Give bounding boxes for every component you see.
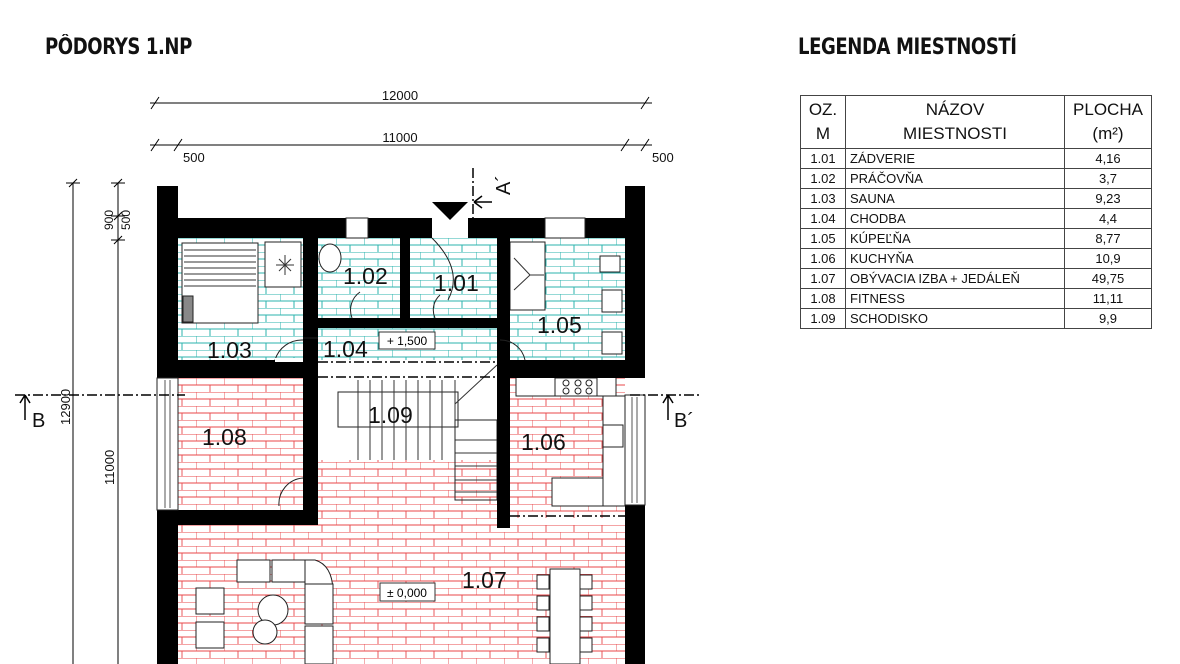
kitchen-counter-side bbox=[602, 395, 626, 507]
window bbox=[544, 217, 586, 239]
kitchen-island bbox=[551, 477, 604, 507]
cell-num: 1.06 bbox=[800, 248, 846, 269]
level-upper: + 1,500 bbox=[387, 334, 428, 348]
window-fitness bbox=[156, 377, 179, 511]
cell-name: FITNESS bbox=[845, 288, 1065, 309]
dim-inner-height: 11000 bbox=[102, 450, 117, 485]
section-a-label: A´ bbox=[493, 175, 515, 195]
cell-num: 1.07 bbox=[800, 268, 846, 289]
room-1-08-floor bbox=[178, 378, 303, 510]
window bbox=[345, 217, 369, 239]
cell-num: 1.04 bbox=[800, 208, 846, 229]
header-number: OZ.M bbox=[800, 95, 846, 149]
kitchen-sink bbox=[602, 424, 624, 448]
section-b-prime-label: B´ bbox=[674, 410, 694, 432]
level-ground: ± 0,000 bbox=[387, 586, 427, 600]
entrance-arrow-icon bbox=[432, 202, 468, 220]
dim-total-width: 12000 bbox=[382, 88, 418, 103]
cell-area: 8,77 bbox=[1064, 228, 1152, 249]
cell-name: SCHODISKO bbox=[845, 308, 1065, 329]
dining-table bbox=[549, 568, 581, 664]
cell-area: 49,75 bbox=[1064, 268, 1152, 289]
cell-name: CHODBA bbox=[845, 208, 1065, 229]
dim-total-height: 12900 bbox=[58, 389, 73, 425]
washing-machine bbox=[318, 243, 342, 273]
cell-num: 1.09 bbox=[800, 308, 846, 329]
dining-chairs bbox=[536, 574, 593, 653]
section-arrow-icon bbox=[19, 195, 674, 420]
room-label: 1.02 bbox=[343, 263, 388, 289]
cell-num: 1.02 bbox=[800, 168, 846, 189]
entrance-door-gap bbox=[432, 218, 468, 238]
openings bbox=[156, 217, 646, 511]
cell-name: ZÁDVERIE bbox=[845, 148, 1065, 169]
room-label: 1.05 bbox=[537, 312, 582, 338]
armchair bbox=[195, 587, 225, 615]
dim-top-b: 500 bbox=[119, 210, 133, 230]
cell-area: 9,23 bbox=[1064, 188, 1152, 209]
cell-area: 4,16 bbox=[1064, 148, 1152, 169]
room-label: 1.08 bbox=[202, 424, 247, 450]
cell-num: 1.08 bbox=[800, 288, 846, 309]
cell-area: 3,7 bbox=[1064, 168, 1152, 189]
armchair bbox=[195, 621, 225, 649]
cell-area: 10,9 bbox=[1064, 248, 1152, 269]
section-lines bbox=[15, 168, 700, 517]
room-label: 1.07 bbox=[462, 567, 507, 593]
dim-inner-width: 11000 bbox=[382, 130, 417, 145]
sofa bbox=[236, 559, 271, 583]
shower-bath bbox=[509, 241, 546, 311]
furniture bbox=[181, 241, 626, 664]
sauna-stove bbox=[182, 295, 194, 323]
cell-name: KUCHYŇA bbox=[845, 248, 1065, 269]
cell-num: 1.05 bbox=[800, 228, 846, 249]
cell-num: 1.03 bbox=[800, 188, 846, 209]
cell-name: KÚPEĽŇA bbox=[845, 228, 1065, 249]
window-kitchen bbox=[624, 394, 646, 506]
cell-area: 11,11 bbox=[1064, 288, 1152, 309]
room-label: 1.09 bbox=[368, 402, 413, 428]
dimension-lines bbox=[66, 96, 652, 664]
cell-name: PRÁČOVŇA bbox=[845, 168, 1065, 189]
dim-left-offset: 500 bbox=[183, 150, 205, 165]
toilet bbox=[599, 255, 621, 273]
cell-area: 9,9 bbox=[1064, 308, 1152, 329]
header-area: PLOCHA(m²) bbox=[1064, 95, 1152, 149]
room-label: 1.04 bbox=[323, 336, 368, 362]
cell-area: 4,4 bbox=[1064, 208, 1152, 229]
cell-num: 1.01 bbox=[800, 148, 846, 169]
room-label: 1.01 bbox=[434, 270, 479, 296]
sink bbox=[601, 331, 623, 355]
room-label: 1.06 bbox=[521, 429, 566, 455]
sink bbox=[601, 289, 623, 313]
dim-top-a: 900 bbox=[102, 210, 116, 230]
legend-title: LEGENDA MIESTNOSTÍ bbox=[798, 35, 1017, 60]
section-b-label: B bbox=[32, 410, 45, 432]
room-1-07-floor-upper bbox=[318, 460, 510, 530]
room-label: 1.03 bbox=[207, 337, 252, 363]
cell-name: OBÝVACIA IZBA + JEDÁLEŇ bbox=[845, 268, 1065, 289]
plan-title: PÔDORYS 1.NP bbox=[45, 35, 192, 60]
cell-name: SAUNA bbox=[845, 188, 1065, 209]
dim-right-offset: 500 bbox=[652, 150, 674, 165]
